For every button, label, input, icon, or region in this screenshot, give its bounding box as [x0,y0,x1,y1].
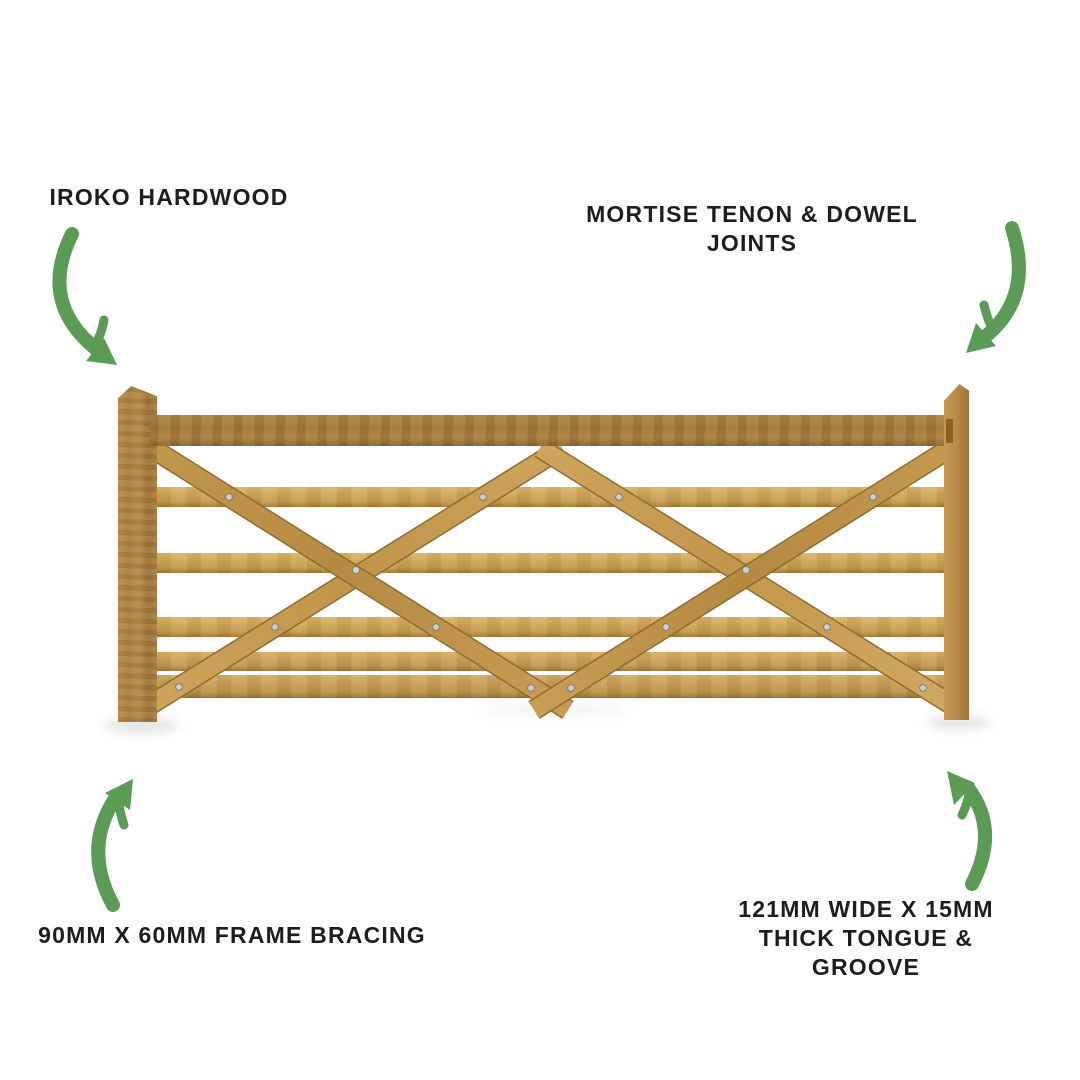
gate-rail-1 [157,487,945,507]
screw [351,565,361,575]
screw [823,623,831,631]
screw [869,493,877,501]
gate-bottom-rail [157,675,945,698]
screw [527,684,535,692]
gate-brace-top-right-to-bottom-center [528,438,958,719]
screw [175,683,183,691]
screw [479,493,487,501]
label-mortise-tenon-dowel-joints: MORTISE TENON & DOWEL JOINTS [586,201,918,256]
screw [567,684,575,692]
screw [432,623,440,631]
label-frame-bracing: 90MM X 60MM FRAME BRACING [38,922,426,948]
screw [615,493,623,501]
screw [741,565,751,575]
gate-shadow-right [926,716,990,729]
screw [271,623,279,631]
screw [225,493,233,501]
gate-through-tenon-end [946,419,953,443]
gate-rail-3 [157,617,945,637]
gate-brace-top-left-to-bottom-center [144,438,574,719]
gate-rail-4 [157,652,945,671]
gate-screws [175,493,927,692]
screw [919,684,927,692]
screw [662,623,670,631]
label-iroko-hardwood: IROKO HARDWOOD [49,184,289,210]
gate-top-rail [150,415,953,446]
